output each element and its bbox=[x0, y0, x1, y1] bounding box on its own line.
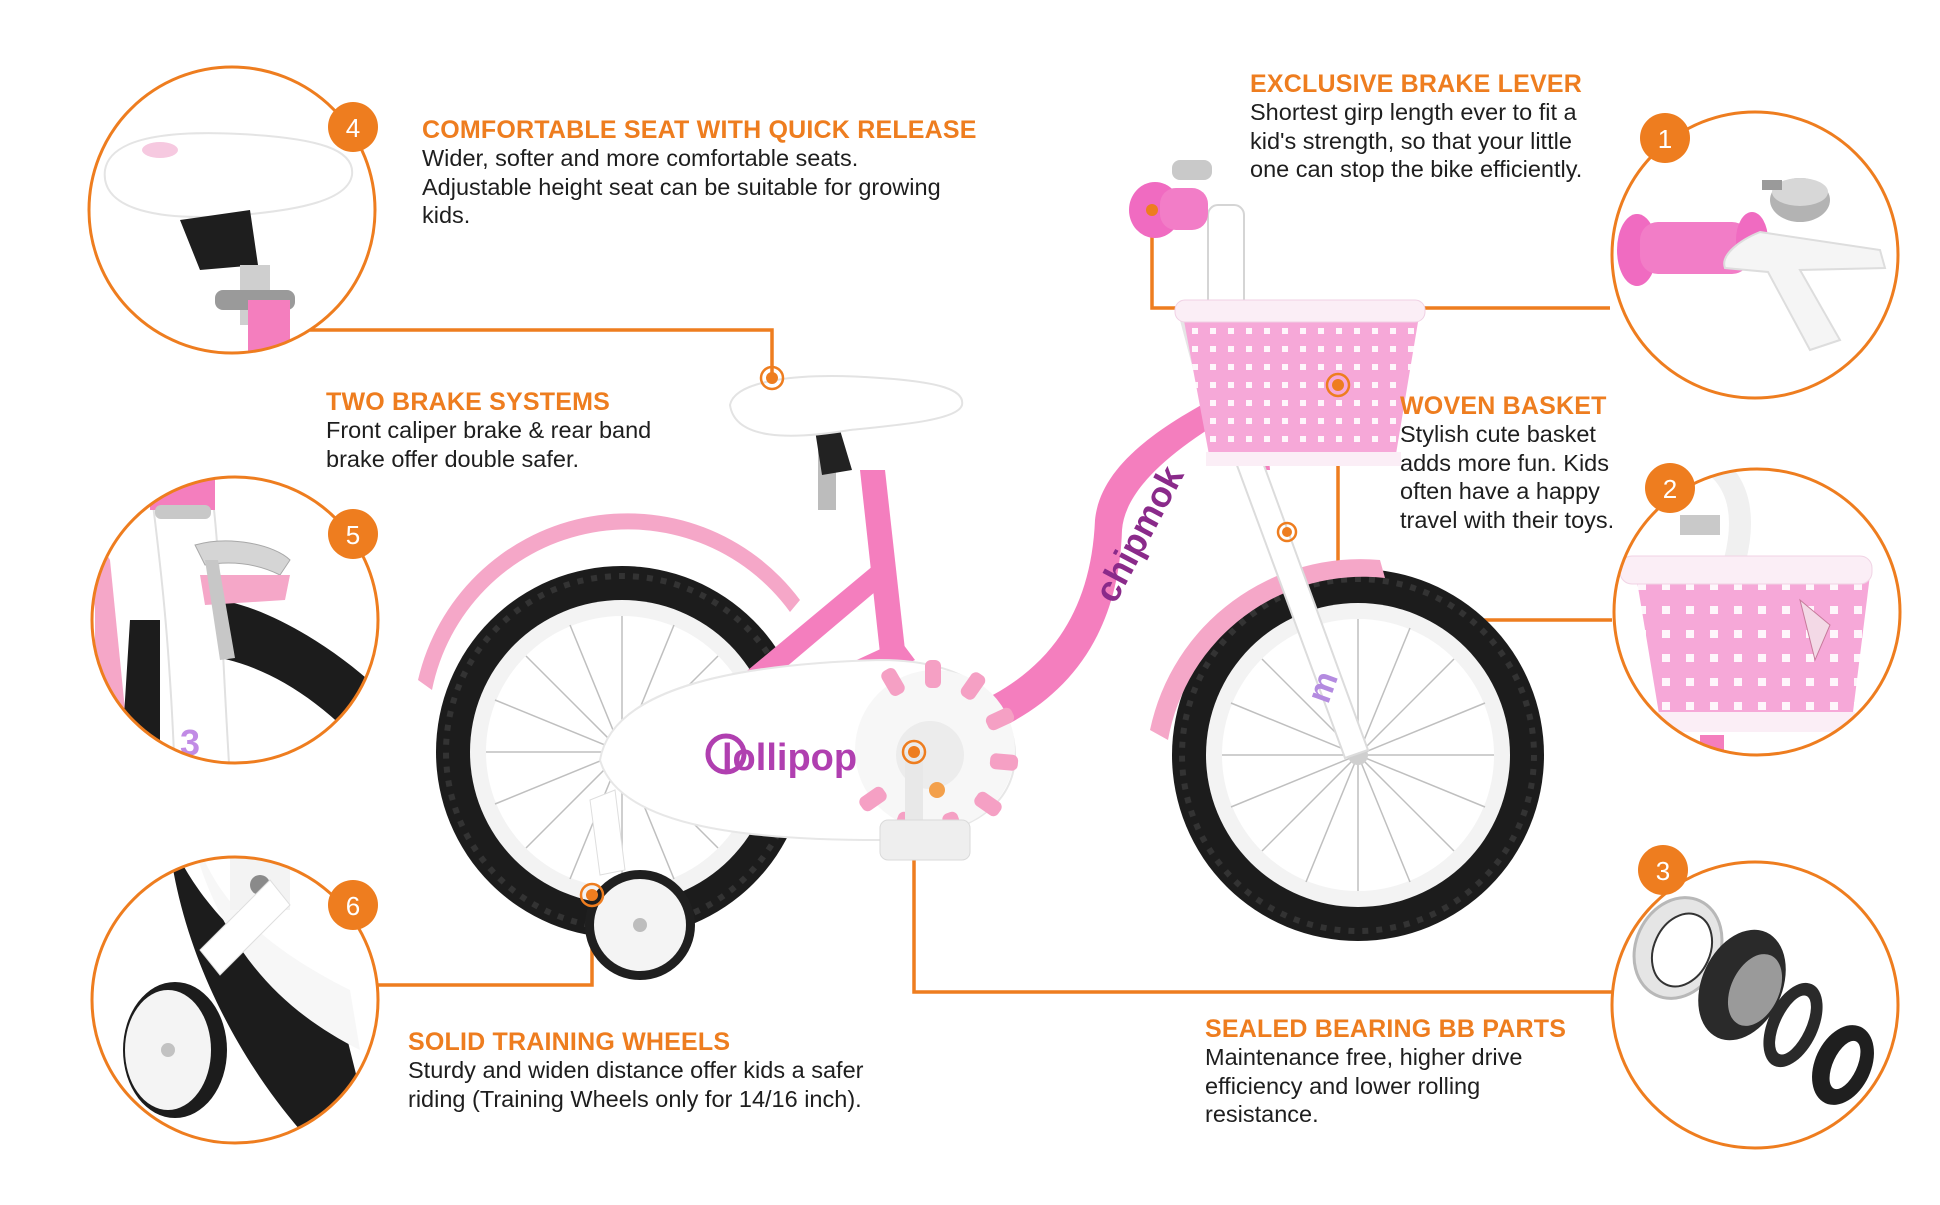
number-badges: 4 5 6 1 2 3 bbox=[328, 102, 1695, 930]
feature-title: TWO BRAKE SYSTEMS bbox=[326, 388, 610, 416]
feature-sealed-bearing: SEALED BEARING BB PARTS Maintenance free… bbox=[1205, 1015, 1566, 1129]
training-wheel bbox=[579, 789, 695, 980]
svg-text:2: 2 bbox=[1663, 474, 1677, 504]
feature-seat: COMFORTABLE SEAT WITH QUICK RELEASE Wide… bbox=[422, 116, 977, 230]
feature-title: COMFORTABLE SEAT WITH QUICK RELEASE bbox=[422, 116, 977, 144]
handlebar-grip bbox=[1129, 160, 1212, 238]
feature-description: Shortest girp length ever to fit a kid's… bbox=[1250, 99, 1583, 182]
badge-4: 4 bbox=[328, 102, 378, 152]
front-fender bbox=[1150, 559, 1385, 740]
badge-2: 2 bbox=[1645, 463, 1695, 513]
svg-text:6: 6 bbox=[346, 891, 360, 921]
connector-seat bbox=[310, 328, 774, 377]
front-wheel bbox=[1172, 569, 1544, 941]
svg-text:4: 4 bbox=[346, 113, 360, 143]
feature-training-wheels: SOLID TRAINING WHEELS Sturdy and widen d… bbox=[408, 1028, 863, 1113]
crank-arm bbox=[905, 752, 923, 822]
rear-fender bbox=[418, 513, 800, 690]
detail-circle-brake-lever bbox=[1610, 110, 1900, 400]
badge-6: 6 bbox=[328, 880, 378, 930]
feature-two-brake-systems: TWO BRAKE SYSTEMS Front caliper brake & … bbox=[326, 388, 651, 473]
detail-circle-seat bbox=[87, 65, 377, 355]
main-bike-image: chipmok m bbox=[418, 160, 1544, 980]
detail-circle-training-wheel bbox=[90, 855, 380, 1145]
feature-title: SEALED BEARING BB PARTS bbox=[1205, 1015, 1567, 1043]
badge-1: 1 bbox=[1640, 113, 1690, 163]
feature-description: Maintenance free, higher drive efficienc… bbox=[1205, 1044, 1523, 1127]
badge-3: 3 bbox=[1638, 845, 1688, 895]
svg-text:1: 1 bbox=[1658, 124, 1672, 154]
feature-brake-lever: EXCLUSIVE BRAKE LEVER Shortest girp leng… bbox=[1250, 70, 1582, 184]
front-basket bbox=[1174, 299, 1426, 466]
feature-title: EXCLUSIVE BRAKE LEVER bbox=[1250, 70, 1583, 98]
connector-brake-lever bbox=[1150, 210, 1610, 310]
feature-description: Front caliper brake & rear band brake of… bbox=[326, 417, 652, 472]
feature-description: Wider, softer and more comfortable seats… bbox=[422, 145, 941, 228]
feature-title: SOLID TRAINING WHEELS bbox=[408, 1028, 731, 1056]
detail-circle-bearing bbox=[1610, 860, 1900, 1150]
svg-text:5: 5 bbox=[346, 520, 360, 550]
pedal bbox=[879, 819, 971, 861]
saddle bbox=[728, 375, 964, 437]
chain-guard: lollipop bbox=[598, 658, 1019, 842]
feature-woven-basket: WOVEN BASKET Stylish cute basket adds mo… bbox=[1400, 392, 1614, 534]
svg-text:3: 3 bbox=[1656, 856, 1670, 886]
handlebar-stem bbox=[1207, 204, 1245, 316]
badge-5: 5 bbox=[328, 509, 378, 559]
detail-circle-basket bbox=[1612, 467, 1902, 757]
saddle-clamp bbox=[815, 430, 852, 475]
feature-description: Sturdy and widen distance offer kids a s… bbox=[408, 1057, 864, 1112]
feature-description: Stylish cute basket adds more fun. Kids … bbox=[1400, 421, 1615, 533]
feature-title: WOVEN BASKET bbox=[1400, 392, 1607, 420]
